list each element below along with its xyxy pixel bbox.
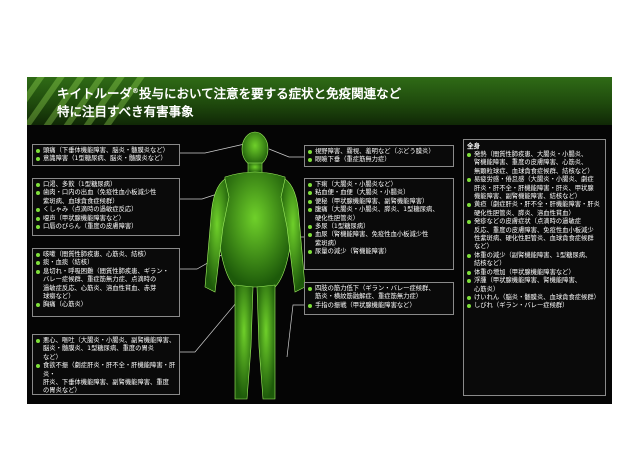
list-item: 腹痛（大腸炎・小腸炎、膵炎、1型糖尿病、 硬化性胆管炎） xyxy=(308,206,450,223)
list-item: 発熱（間質性肺疾患、大腸炎・小腸炎、 腎機能障害、重度の皮膚障害、心筋炎、 無顆… xyxy=(467,151,602,176)
title-line-1: キイトルーダ®投与において注意を要する症状と免疫関連など xyxy=(57,86,402,101)
list-item: 易疲労感・倦怠感（大腸炎・小腸炎、劇症 肝炎・肝不全・肝機能障害・肝炎、甲状腺 … xyxy=(467,176,602,201)
list-item: 口渇、多飲（1型糖尿病） xyxy=(36,181,176,189)
list-item: 発疹などの皮膚症状（点滴時の過敏症 反応、重度の皮膚障害、免疫性血小板減少 性紫… xyxy=(467,218,602,252)
slide: キイトルーダ®投与において注意を要する症状と免疫関連など 特に注目すべき有害事象 xyxy=(27,77,612,404)
list-item: 胸痛（心筋炎） xyxy=(36,301,176,309)
limb-symptoms-box: 四肢の筋力低下（ギラン・バレー症候群、 筋炎・横紋筋融解症、重症筋無力症） 手指… xyxy=(304,282,454,315)
list-item: 黄疸（劇症肝炎・肝不全・肝機能障害・肝炎 硬化性胆管炎、膵炎、溶血性貧血） xyxy=(467,201,602,218)
bowel-symptoms-box: 下痢（大腸炎・小腸炎など） 粘血便・血便（大腸炎・小腸炎） 便秘（甲状腺機能障害… xyxy=(304,178,454,270)
list-item: 視野障害、霧視、羞明など（ぶどう膜炎） xyxy=(308,148,450,156)
list-item: くしゃみ（点滴時の過敏症反応） xyxy=(36,206,176,214)
list-item: 咳嗽（間質性肺疾患、心筋炎、結核） xyxy=(36,251,176,259)
list-item: 体重の減少（副腎機能障害、1型糖尿病、 結核など） xyxy=(467,252,602,269)
list-item: 体重の増加（甲状腺機能障害など） xyxy=(467,269,602,277)
list-item: 多尿（1型糖尿病） xyxy=(308,223,450,231)
list-item: 口唇のびらん（重度の皮膚障害） xyxy=(36,223,176,231)
list-item: 頭痛（下垂体機能障害、脳炎・髄膜炎など） xyxy=(36,147,176,155)
head-symptoms-box: 頭痛（下垂体機能障害、脳炎・髄膜炎など） 意識障害（1型糖尿病、脳炎・髄膜炎など… xyxy=(32,144,180,166)
chest-symptoms-box: 咳嗽（間質性肺疾患、心筋炎、結核） 痰・血痰（結核） 息切れ・呼吸困難（間質性肺… xyxy=(32,248,180,317)
list-item: 尿量の減少（腎機能障害） xyxy=(308,248,450,256)
list-item: 血尿（腎機能障害、免疫性血小板減少性 紫斑病） xyxy=(308,231,450,248)
list-item: しびれ（ギラン・バレー症候群） xyxy=(467,302,602,310)
list-item: 粘血便・血便（大腸炎・小腸炎） xyxy=(308,189,450,197)
human-body-icon xyxy=(204,131,306,400)
whole-body-symptoms-box: 全身 発熱（間質性肺疾患、大腸炎・小腸炎、 腎機能障害、重度の皮膚障害、心筋炎、… xyxy=(463,139,606,396)
list-item: 悪心、嘔吐（大腸炎・小腸炎、副腎機能障害、 脳炎・髄膜炎、1型糖尿病、重度の胃炎… xyxy=(36,337,176,362)
list-item: 食欲不振（劇症肝炎・肝不全・肝機能障害・肝炎・ 肝炎、下垂体機能障害、副腎機能障… xyxy=(36,362,176,396)
list-item: 便秘（甲状腺機能障害、副腎機能障害） xyxy=(308,198,450,206)
list-item: 痰・血痰（結核） xyxy=(36,259,176,267)
header-banner: キイトルーダ®投与において注意を要する症状と免疫関連など 特に注目すべき有害事象 xyxy=(27,77,612,125)
list-item: 浮腫（甲状腺機能障害、腎機能障害、 心筋炎） xyxy=(467,277,602,294)
list-item: 手指の振戦（甲状腺機能障害など） xyxy=(308,302,450,310)
list-item: 意識障害（1型糖尿病、脳炎・髄膜炎など） xyxy=(36,155,176,163)
mouth-symptoms-box: 口渇、多飲（1型糖尿病） 歯肉・口内の出血（免疫性血小板減少性 紫斑病、血球貪食… xyxy=(32,178,180,236)
list-item: 歯肉・口内の出血（免疫性血小板減少性 紫斑病、血球貪食症候群） xyxy=(36,189,176,206)
list-item: 息切れ・呼吸困難（間質性肺疾患、ギラン・ バレー症候群、重症筋無力症、点滴時の … xyxy=(36,268,176,302)
abdomen-symptoms-box: 悪心、嘔吐（大腸炎・小腸炎、副腎機能障害、 脳炎・髄膜炎、1型糖尿病、重度の胃炎… xyxy=(32,334,180,395)
whole-body-title: 全身 xyxy=(467,142,480,150)
list-item: けいれん（脳炎・髄膜炎、血球貪食症候群） xyxy=(467,294,602,302)
title-line-2: 特に注目すべき有害事象 xyxy=(57,104,194,119)
list-item: 嗄声（甲状腺機能障害など） xyxy=(36,215,176,223)
list-item: 下痢（大腸炎・小腸炎など） xyxy=(308,181,450,189)
eye-symptoms-box: 視野障害、霧視、羞明など（ぶどう膜炎） 眼瞼下垂（重症筋無力症） xyxy=(304,145,454,167)
list-item: 四肢の筋力低下（ギラン・バレー症候群、 筋炎・横紋筋融解症、重症筋無力症） xyxy=(308,285,450,302)
list-item: 眼瞼下垂（重症筋無力症） xyxy=(308,156,450,164)
